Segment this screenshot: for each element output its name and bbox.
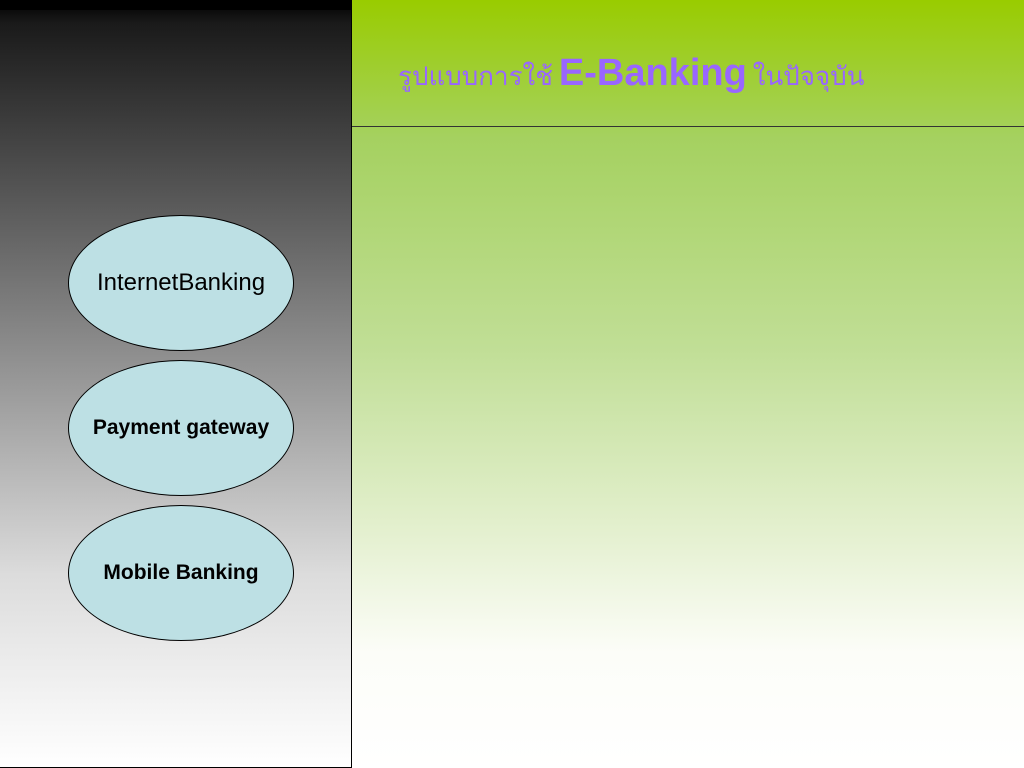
right-panel [352, 0, 1024, 768]
internet-banking-label: InternetBanking [96, 269, 266, 296]
title-brand: E-Banking [558, 52, 747, 94]
payment-gateway-bubble: Payment gateway [68, 360, 294, 496]
internet-banking-bubble: InternetBanking [68, 215, 294, 351]
mobile-banking-label: Mobile Banking [103, 561, 259, 584]
payment-gateway-label: Payment gateway [92, 416, 270, 439]
title-prefix: รูปแบบการใช้ [398, 62, 553, 92]
title-divider [352, 126, 1024, 127]
title-suffix: ในปัจจุบัน [752, 62, 865, 92]
mobile-banking-bubble: Mobile Banking [68, 505, 294, 641]
top-strip [0, 0, 351, 10]
